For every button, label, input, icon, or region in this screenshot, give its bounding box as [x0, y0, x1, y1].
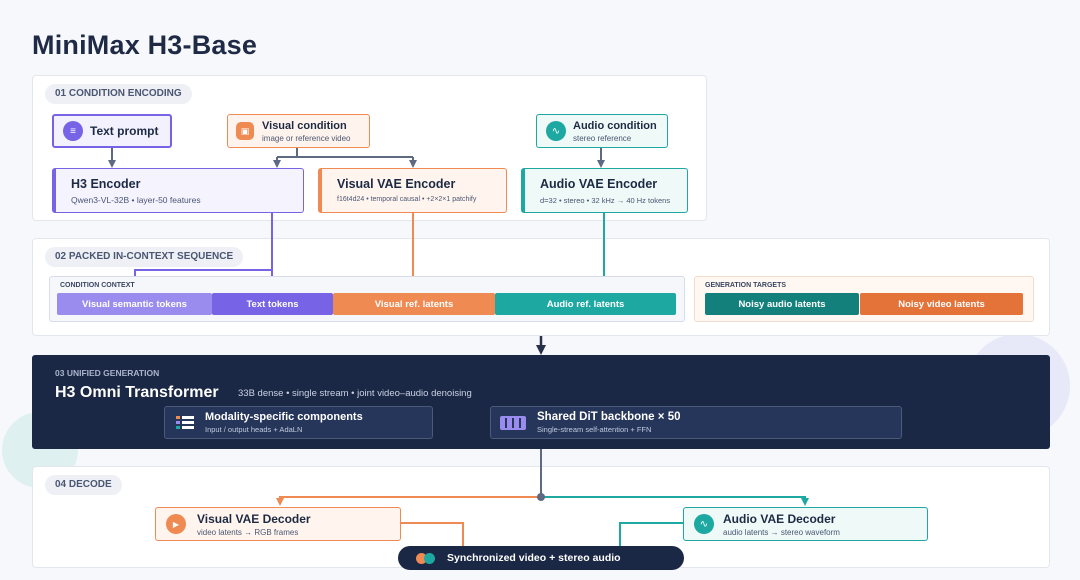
token-audio-ref-latents: Audio ref. latents [495, 293, 676, 315]
output-pill: Synchronized video + stereo audio [398, 546, 684, 570]
section-label-04: 04 DECODE [45, 475, 122, 495]
waveform-icon: ∿ [694, 514, 714, 534]
visual-condition-node: ▣ Visual condition image or reference vi… [227, 114, 370, 148]
audio-vae-decoder-node: ∿ Audio VAE Decoder audio latents → ster… [683, 507, 928, 541]
visual-vae-encoder-title: Visual VAE Encoder [337, 177, 456, 191]
image-icon: ▣ [236, 122, 254, 140]
audio-vae-encoder-node: Audio VAE Encoder d=32 • stereo • 32 kHz… [521, 168, 688, 213]
visual-vae-decoder-sub: video latents → RGB frames [197, 527, 299, 537]
modality-components-title: Modality-specific components [205, 411, 363, 423]
modality-components-sub: Input / output heads + AdaLN [205, 425, 303, 434]
merge-arrow-icon [444, 413, 478, 429]
token-noisy-video: Noisy video latents [860, 293, 1023, 315]
section-label-01: 01 CONDITION ENCODING [45, 84, 192, 104]
visual-vae-decoder-node: ▶ Visual VAE Decoder video latents → RGB… [155, 507, 401, 541]
generation-targets-label: GENERATION TARGETS [705, 282, 787, 289]
section-label-02: 02 PACKED IN-CONTEXT SEQUENCE [45, 247, 244, 267]
backbone-blocks-icon [500, 415, 526, 430]
token-text: Text tokens [212, 293, 333, 315]
text-prompt-label: Text prompt [90, 124, 159, 138]
audio-condition-label: Audio condition [573, 119, 657, 132]
audio-condition-node: ∿ Audio condition stereo reference [536, 114, 668, 148]
visual-vae-decoder-title: Visual VAE Decoder [197, 511, 311, 526]
output-label: Synchronized video + stereo audio [447, 552, 621, 564]
dit-backbone-title: Shared DiT backbone × 50 [537, 411, 681, 423]
audio-condition-sub: stereo reference [573, 133, 632, 143]
output-dots-icon [416, 552, 436, 564]
page-title: MiniMax H3-Base [32, 30, 258, 60]
audio-vae-decoder-title: Audio VAE Decoder [723, 511, 836, 526]
list-icon [176, 415, 194, 431]
token-noisy-audio: Noisy audio latents [705, 293, 859, 315]
transformer-sub: 33B dense • single stream • joint video–… [238, 388, 472, 399]
text-prompt-node: ≡ Text prompt [52, 114, 172, 148]
audio-vae-encoder-title: Audio VAE Encoder [540, 177, 658, 191]
visual-vae-encoder-sub: f16t4d24 • temporal causal • +2×2×1 patc… [337, 196, 477, 203]
section-label-03: 03 UNIFIED GENERATION [55, 368, 160, 378]
visual-vae-encoder-node: Visual VAE Encoder f16t4d24 • temporal c… [318, 168, 507, 213]
h3-encoder-title: H3 Encoder [71, 177, 141, 191]
dit-backbone-sub: Single-stream self-attention + FFN [537, 425, 652, 434]
h3-encoder-node: H3 Encoder Qwen3-VL-32B • layer-50 featu… [52, 168, 304, 213]
h3-encoder-sub: Qwen3-VL-32B • layer-50 features [71, 195, 201, 205]
token-visual-ref-latents: Visual ref. latents [333, 293, 495, 315]
modality-components-box: Modality-specific components Input / out… [164, 406, 433, 439]
condition-context-label: CONDITION CONTEXT [60, 282, 135, 289]
play-icon: ▶ [166, 514, 186, 534]
transformer-title: H3 Omni Transformer [55, 384, 219, 401]
dit-backbone-box: Shared DiT backbone × 50 Single-stream s… [490, 406, 902, 439]
text-lines-icon: ≡ [63, 121, 83, 141]
audio-vae-encoder-sub: d=32 • stereo • 32 kHz → 40 Hz tokens [540, 196, 671, 205]
token-visual-semantic: Visual semantic tokens [57, 293, 212, 315]
visual-condition-sub: image or reference video [262, 133, 351, 143]
visual-condition-label: Visual condition [262, 119, 347, 132]
audio-vae-decoder-sub: audio latents → stereo waveform [723, 527, 840, 537]
waveform-icon: ∿ [546, 121, 566, 141]
